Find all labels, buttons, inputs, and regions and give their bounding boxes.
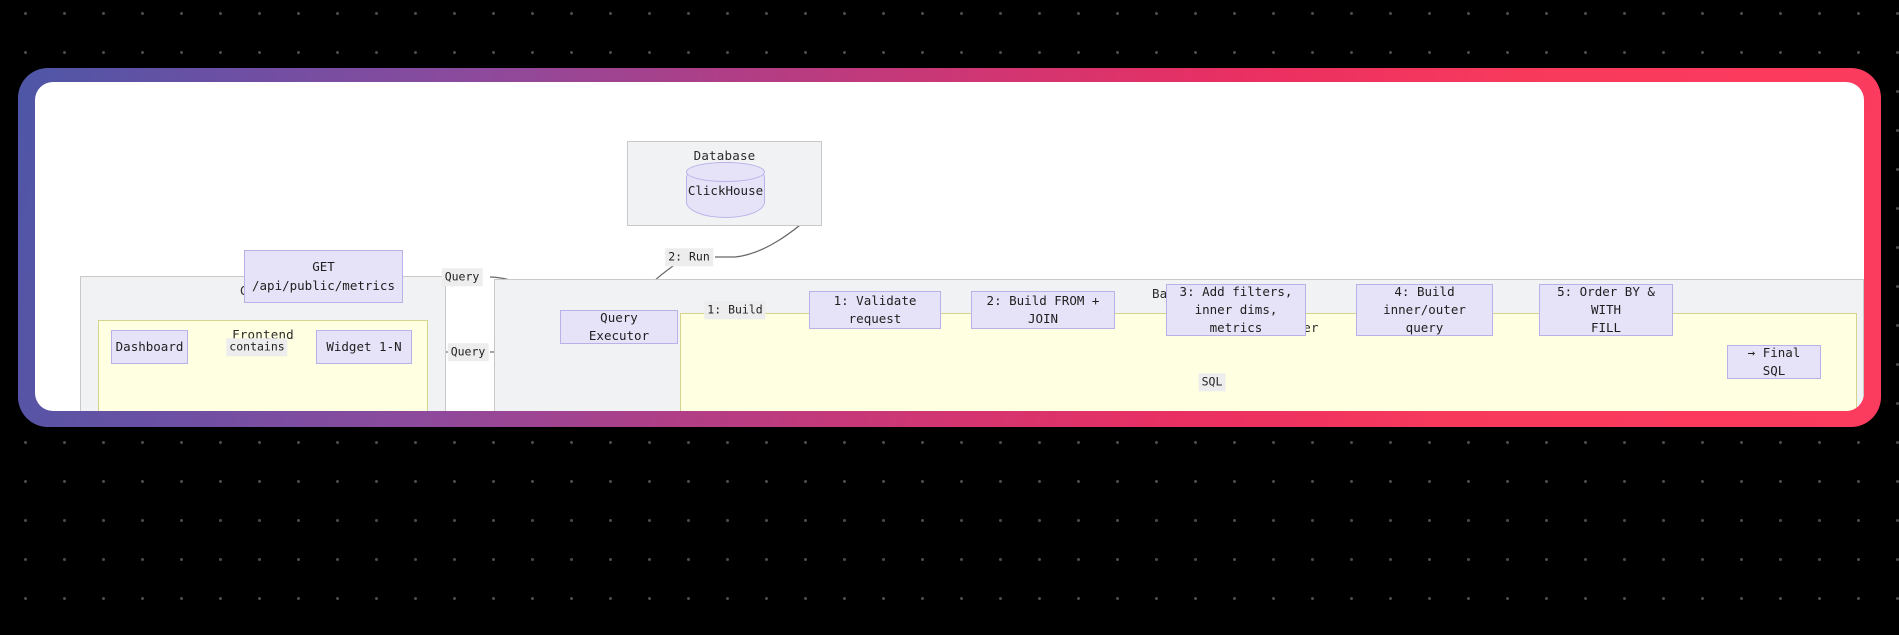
node-step-5-order-by-with-fill[interactable]: 5: Order BY & WITH FILL <box>1539 284 1673 336</box>
node-step-3-line2: inner dims, metrics <box>1194 301 1278 336</box>
node-clickhouse-label: ClickHouse <box>687 182 764 198</box>
node-clickhouse[interactable]: ClickHouse <box>686 162 765 218</box>
node-get-metrics-line2: /api/public/metrics <box>252 277 395 293</box>
node-step-4-line2: inner/outer query <box>1383 301 1466 336</box>
node-widget[interactable]: Widget 1-N <box>316 330 412 364</box>
node-dashboard[interactable]: Dashboard <box>111 330 188 364</box>
node-step-1-validate-request[interactable]: 1: Validate request <box>809 291 941 329</box>
node-step-1-line1: 1: Validate request <box>833 292 917 326</box>
node-step-3-line1: 3: Add filters, <box>1179 283 1293 299</box>
architecture-diagram: Client Frontend Database Backend Query B… <box>35 82 1864 411</box>
diagram-card: Client Frontend Database Backend Query B… <box>35 82 1864 411</box>
cluster-database-title: Database <box>693 148 756 163</box>
node-query-executor[interactable]: Query Executor <box>560 310 678 344</box>
node-step-4-build-inner-outer-query[interactable]: 4: Build inner/outer query <box>1356 284 1493 336</box>
node-query-executor-label: Query Executor <box>588 309 650 343</box>
gradient-frame: Client Frontend Database Backend Query B… <box>18 68 1881 427</box>
node-widget-label: Widget 1-N <box>326 338 402 354</box>
node-step-2-build-from-join[interactable]: 2: Build FROM + JOIN <box>971 291 1115 329</box>
node-get-metrics-line1: GET <box>312 259 335 275</box>
node-step-2-line1: 2: Build FROM + JOIN <box>986 292 1100 326</box>
node-step-3-add-filters[interactable]: 3: Add filters, inner dims, metrics <box>1166 284 1306 336</box>
node-step-5-line2: FILL <box>1590 320 1622 336</box>
edge-label-sql: SQL <box>1198 373 1226 391</box>
node-dashboard-label: Dashboard <box>115 338 184 354</box>
node-get-metrics[interactable]: GET /api/public/metrics <box>244 250 403 303</box>
edge-label-run: 2: Run <box>665 248 713 266</box>
edge-label-query-widget: Query <box>447 343 489 361</box>
node-step-4-line1: 4: Build <box>1394 283 1455 299</box>
node-final-sql-label: → Final SQL <box>1747 344 1801 378</box>
edge-label-query-api: Query <box>441 268 483 286</box>
edge-label-build: 1: Build <box>704 301 766 319</box>
node-final-sql[interactable]: → Final SQL <box>1727 345 1821 379</box>
edge-label-contains: contains <box>226 338 288 356</box>
node-step-5-line1: 5: Order BY & WITH <box>1557 283 1655 317</box>
